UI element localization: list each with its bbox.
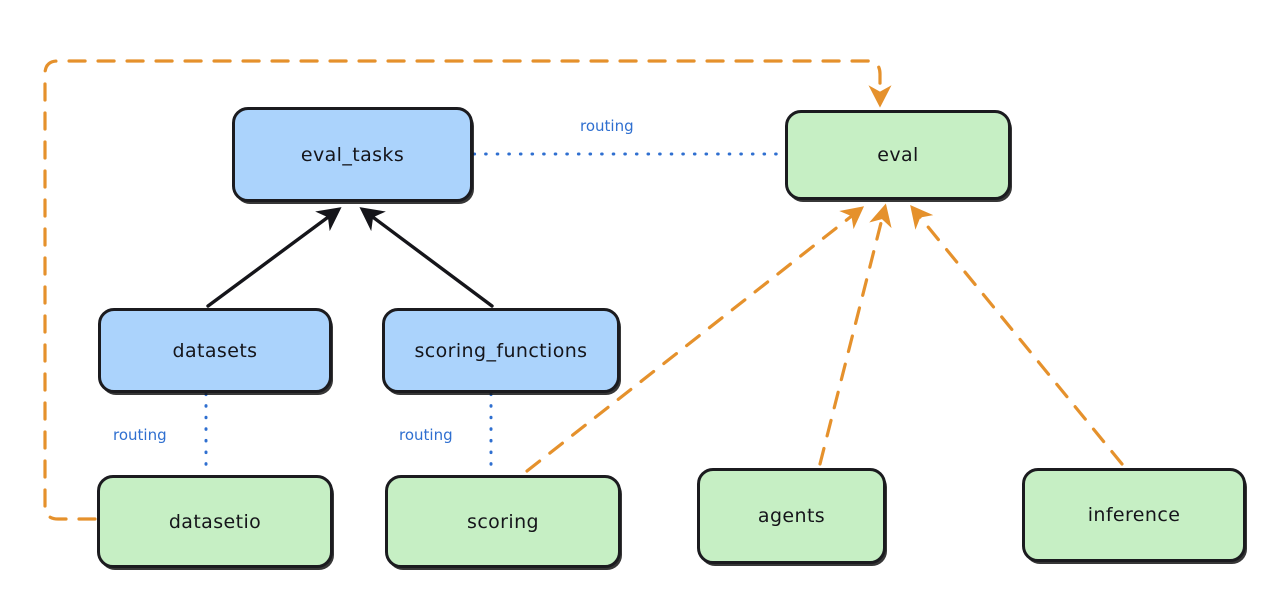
- node-scoring[interactable]: scoring: [385, 475, 621, 568]
- edge-agents-to-eval: [818, 203, 892, 466]
- node-eval-tasks[interactable]: eval_tasks: [232, 107, 473, 202]
- node-scoring-functions[interactable]: scoring_functions: [382, 308, 620, 393]
- node-eval-label: eval: [877, 144, 919, 166]
- node-datasetio-label: datasetio: [168, 510, 262, 533]
- node-datasets-label: datasets: [172, 339, 258, 362]
- node-eval-tasks-label: eval_tasks: [300, 143, 405, 166]
- edge-label-routing-datasets: routing: [113, 426, 167, 444]
- edge-scoring-functions-to-eval-tasks: [359, 207, 494, 308]
- node-datasetio[interactable]: datasetio: [97, 475, 333, 568]
- edge-label-routing-scoring-functions: routing: [399, 426, 453, 444]
- node-agents-label: agents: [757, 505, 826, 527]
- node-eval[interactable]: eval: [785, 110, 1011, 200]
- edge-datasets-to-eval-tasks: [206, 207, 342, 308]
- node-scoring-functions-label: scoring_functions: [414, 339, 588, 362]
- node-agents[interactable]: agents: [697, 468, 886, 564]
- node-scoring-label: scoring: [467, 510, 539, 533]
- node-inference[interactable]: inference: [1022, 468, 1246, 562]
- node-datasets[interactable]: datasets: [98, 308, 332, 393]
- edge-inference-to-eval: [910, 205, 1124, 466]
- node-inference-label: inference: [1087, 504, 1181, 526]
- edge-label-routing-eval-tasks: routing: [580, 117, 634, 135]
